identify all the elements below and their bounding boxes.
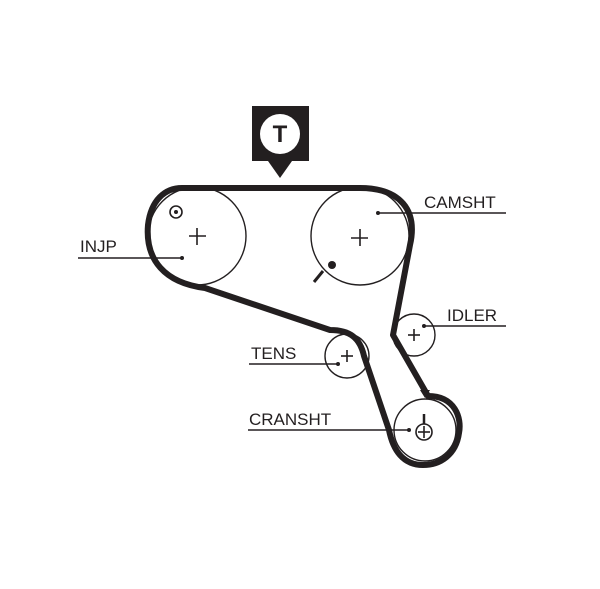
tensioner-badge-icon: T <box>252 106 309 178</box>
injection-pump-center-cross <box>189 228 206 245</box>
crankshaft-timing-mark-icon <box>420 390 430 424</box>
cransht-callout: CRANSHT <box>248 410 411 432</box>
injection-pump-timing-mark-icon <box>169 205 183 219</box>
crankshaft-center-cross <box>415 423 433 441</box>
tens-callout: TENS <box>249 344 340 366</box>
injp-callout: INJP <box>78 237 184 260</box>
tens-label: TENS <box>251 344 296 363</box>
injp-label: INJP <box>80 237 117 256</box>
badge-letter: T <box>273 121 288 148</box>
tensioner-center-cross <box>341 350 353 362</box>
camshaft-center-cross <box>351 229 368 246</box>
camsht-label: CAMSHT <box>424 193 496 212</box>
idler-callout: IDLER <box>422 306 506 328</box>
timing-belt <box>144 185 463 468</box>
idler-label: IDLER <box>447 306 497 325</box>
idler-center-cross <box>408 329 420 341</box>
cransht-label: CRANSHT <box>249 410 331 429</box>
camshaft-timing-mark-icon <box>312 261 336 283</box>
camsht-callout: CAMSHT <box>376 193 506 215</box>
